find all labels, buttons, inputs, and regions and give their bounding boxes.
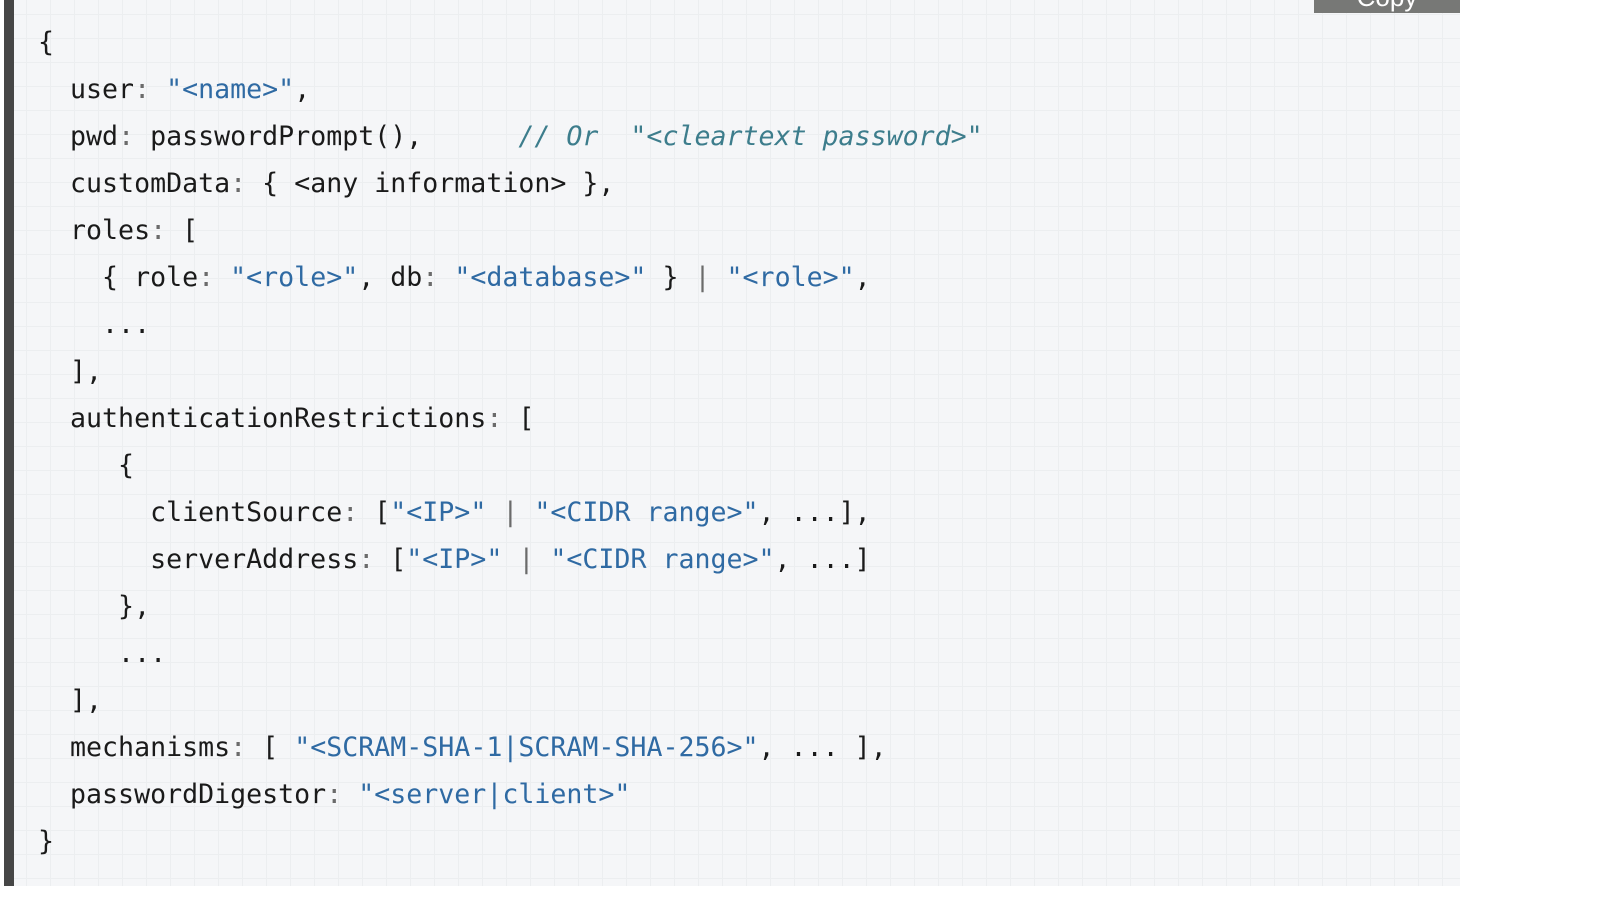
code-punctuation: : [358,544,391,575]
code-string: "<database>" [454,262,647,293]
copy-button[interactable]: Copy [1314,0,1460,13]
code-block-left-border [4,0,14,886]
code-token: ... [38,638,167,669]
code-token: ... [38,309,151,340]
code-string: "<name>" [166,74,295,105]
code-line: { [38,19,983,66]
code-line: ], [38,677,983,724]
code-string: "<IP>" [406,544,503,575]
code-line: roles: [ [38,207,983,254]
code-line: clientSource: ["<IP>" | "<CIDR range>", … [38,489,983,536]
code-punctuation: : [342,497,375,528]
code-token: [ [374,497,391,528]
code-punctuation: : [486,403,519,434]
code-token: , ...], [758,497,871,528]
code-line: user: "<name>", [38,66,983,113]
code-string: "<CIDR range>" [534,497,759,528]
code-punctuation: : [230,732,263,763]
code-token: mechanisms [38,732,231,763]
code-token: [ [390,544,407,575]
code-punctuation: | [502,497,519,528]
code-token: } [38,826,55,857]
code-line: }, [38,583,983,630]
code-punctuation: | [694,262,711,293]
code-token: serverAddress [38,544,359,575]
code-line: } [38,818,983,865]
code-line: ... [38,630,983,677]
code-token: roles [38,215,151,246]
code-comment: // Or "<cleartext password>" [518,121,983,152]
code-token: { role [38,262,199,293]
code-token: clientSource [38,497,343,528]
code-token: { [38,27,55,58]
code-token: ], [38,356,103,387]
code-string: "<CIDR range>" [550,544,775,575]
code-line: authenticationRestrictions: [ [38,395,983,442]
code-punctuation: | [518,544,535,575]
code-token: , ... ], [758,732,887,763]
code-punctuation: : [198,262,231,293]
code-token: passwordPrompt(), [150,121,519,152]
code-string: "<SCRAM-SHA-1|SCRAM-SHA-256>" [294,732,759,763]
code-token: { <any information> }, [262,168,615,199]
code-token [486,497,502,528]
code-token: } [646,262,695,293]
code-token: , [294,74,311,105]
code-string: "<role>" [230,262,359,293]
code-token [518,497,534,528]
code-punctuation: : [326,779,359,810]
code-punctuation: : [230,168,263,199]
code-token: [ [262,732,295,763]
code-line: { role: "<role>", db: "<database>" } | "… [38,254,983,301]
code-token: , ...] [774,544,871,575]
code-token: , db [358,262,423,293]
code-line: serverAddress: ["<IP>" | "<CIDR range>",… [38,536,983,583]
code-line: pwd: passwordPrompt(), // Or "<cleartext… [38,113,983,160]
code-line: ], [38,348,983,395]
code-content: { user: "<name>", pwd: passwordPrompt(),… [38,19,983,865]
code-token: [ [182,215,199,246]
code-line: ... [38,301,983,348]
code-token: , [854,262,871,293]
code-line: passwordDigestor: "<server|client>" [38,771,983,818]
code-line: mechanisms: [ "<SCRAM-SHA-1|SCRAM-SHA-25… [38,724,983,771]
code-token: [ [518,403,535,434]
code-string: "<server|client>" [358,779,631,810]
code-token: passwordDigestor [38,779,327,810]
code-punctuation: : [134,74,167,105]
code-block: Copy { user: "<name>", pwd: passwordProm… [4,0,1460,886]
code-token: user [38,74,135,105]
code-punctuation: : [118,121,151,152]
code-line: { [38,442,983,489]
code-token: customData [38,168,231,199]
code-punctuation: : [422,262,455,293]
code-token: authenticationRestrictions [38,403,487,434]
code-string: "<role>" [726,262,855,293]
code-token [502,544,518,575]
code-token: }, [38,591,151,622]
code-token: pwd [38,121,119,152]
code-token [534,544,550,575]
code-punctuation: : [150,215,183,246]
code-string: "<IP>" [390,497,487,528]
code-token: ], [38,685,103,716]
code-line: customData: { <any information> }, [38,160,983,207]
code-token: { [38,450,135,481]
code-token [711,262,727,293]
